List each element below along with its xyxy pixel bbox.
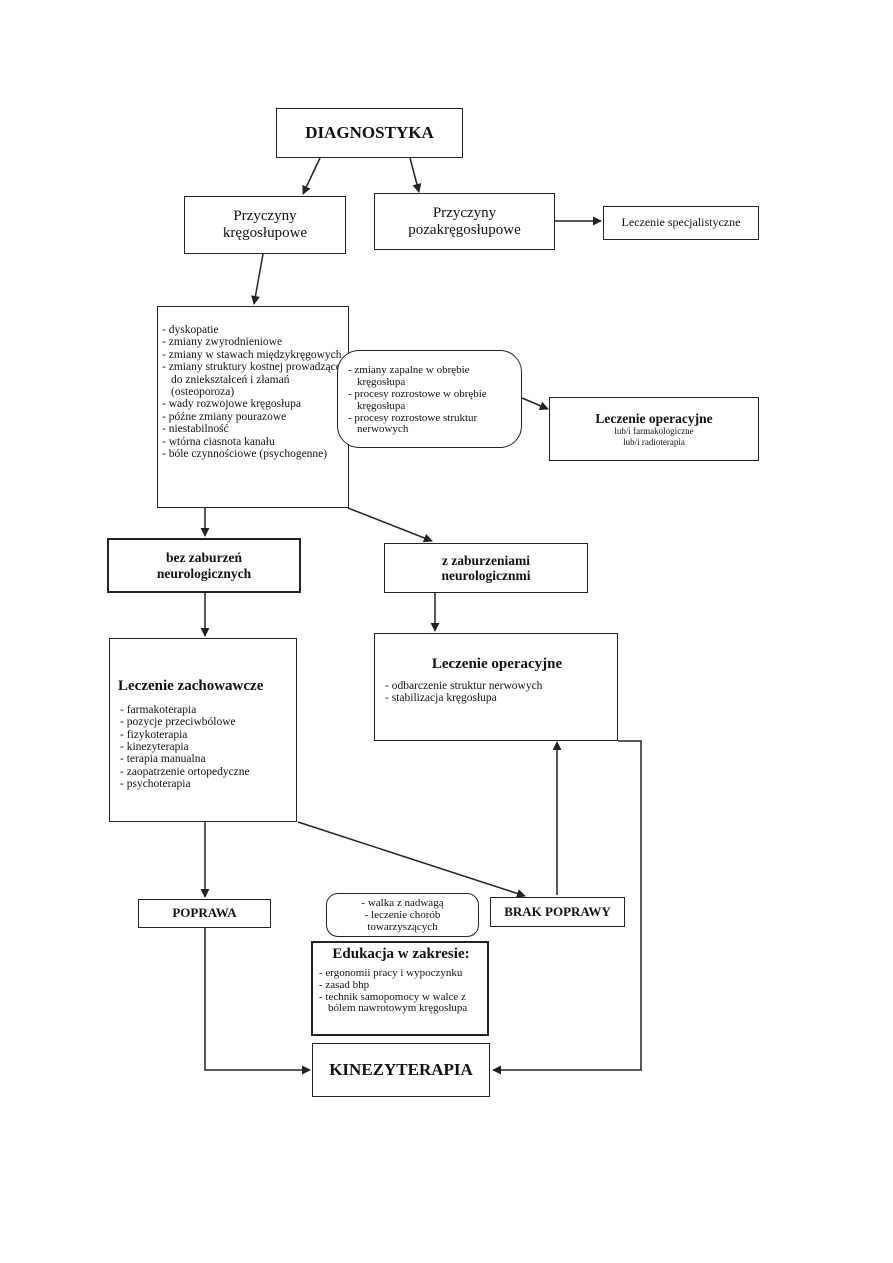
arrow-zachowawcze-to-brak-poprawy [297,821,526,898]
list-item: procesy rozrostowe struktur nerwowych [347,412,513,437]
diagnostyka-box: DIAGNOSTYKA [276,108,463,158]
arrow-diag-to-kregoslupowe [302,157,321,195]
poprawa-label: POPRAWA [172,905,237,921]
list-item: fizykoterapia [120,729,292,741]
weight-line2: - leczenie chorób [364,908,441,921]
list-item: niestabilność [161,423,344,435]
list-item: psychoterapia [120,778,292,790]
brak-poprawy-box: BRAK POPRAWY [490,897,625,927]
weight-line3: towarzyszących [367,921,438,934]
przyczyny-pozakregoslupowe-line1: Przyczyny [432,204,497,221]
przyczyny-kregoslupowe-box: Przyczyny kręgosłupowe [184,196,346,254]
leczenie-zachowawcze-title: Leczenie zachowawcze [118,678,264,694]
kinezyterapia-label: KINEZYTERAPIA [329,1060,473,1080]
leczenie-specjalistyczne-box: Leczenie specjalistyczne [603,206,759,240]
list-item: wady rozwojowe kręgosłupa [161,398,344,410]
bez-zaburzen-line2: neurologicznych [156,565,252,581]
z-zaburzeniami-line2: neurologicznmi [441,568,531,583]
leczenie-zachowawcze-list: farmakoterapia pozycje przeciwbólowe fiz… [118,704,292,791]
list-item: ergonomii pracy i wypoczynku [318,967,484,980]
leczenie-operacyjne-mid-title: Leczenie operacyjne [431,656,563,672]
leczenie-operacyjne-top-box: Leczenie operacyjne lub/i farmakologiczn… [549,397,759,461]
weight-line1: - walka z nadwagą [361,896,444,909]
leczenie-operacyjne-top-line2: lub/i radioterapia [623,436,685,447]
leczenie-zachowawcze-box: Leczenie zachowawcze farmakoterapia pozy… [109,638,297,822]
list-item: dyskopatie [161,324,344,336]
list-item: terapia manualna [120,753,292,765]
causes-list-box: dyskopatie zmiany zwyrodnieniowe zmiany … [157,306,349,508]
edukacja-title: Edukacja w zakresie: [332,946,470,962]
poprawa-box: POPRAWA [138,899,271,928]
kinezyterapia-box: KINEZYTERAPIA [312,1043,490,1097]
list-item: bóle czynnościowe (psychogenne) [161,448,344,460]
list-item: technik samopomocy w walce z bólem nawro… [318,991,484,1016]
przyczyny-kregoslupowe-line2: kręgosłupowe [222,225,308,241]
list-item: zaopatrzenie ortopedyczne [120,766,292,778]
leczenie-operacyjne-mid-box: Leczenie operacyjne odbarczenie struktur… [374,633,618,741]
leczenie-specjalistyczne-label: Leczenie specjalistyczne [621,215,741,230]
edukacja-box: Edukacja w zakresie: ergonomii pracy i w… [311,941,489,1036]
list-item: stabilizacja kręgosłupa [385,692,611,704]
bez-zaburzen-line1: bez zaburzeń [165,550,243,566]
edukacja-list: ergonomii pracy i wypoczynku zasad bhp t… [318,967,484,1016]
list-item: farmakoterapia [120,704,292,716]
list-item: wtórna ciasnota kanału [161,436,344,448]
weight-box: - walka z nadwagą - leczenie chorób towa… [326,893,479,937]
arrow-operacyjne-to-kinezyterapia [492,740,642,1075]
przyczyny-pozakregoslupowe-box: Przyczyny pozakręgosłupowe [374,193,555,250]
list-item: pozycje przeciwbólowe [120,716,292,728]
leczenie-operacyjne-top-title: Leczenie operacyjne [595,411,713,427]
list-item: zmiany w stawach międzykręgowych [161,349,344,361]
leczenie-operacyjne-mid-list: odbarczenie struktur nerwowych stabiliza… [383,680,611,705]
list-item: procesy rozrostowe w obrębie kręgosłupa [347,388,513,413]
bez-zaburzen-box: bez zaburzeń neurologicznych [107,538,301,593]
brak-poprawy-label: BRAK POPRAWY [504,903,611,919]
arrow-poprawa-to-kinezyterapia [204,928,311,1075]
inflammatory-list: zmiany zapalne w obrębie kręgosłupa proc… [347,364,513,437]
list-item: zasad bhp [318,979,484,992]
arrow-diag-to-pozakregoslupowe [409,157,422,193]
przyczyny-kregoslupowe-line1: Przyczyny [233,208,297,225]
arrow-causes-to-z-zaburzeniami [347,507,433,543]
list-item: późne zmiany pourazowe [161,411,344,423]
z-zaburzeniami-line1: z zaburzeniami [441,552,531,568]
arrow-inflammatory-to-operacyjne [521,397,549,410]
list-item: zmiany struktury kostnej prowadzące do z… [161,361,344,398]
causes-list: dyskopatie zmiany zwyrodnieniowe zmiany … [161,324,344,460]
przyczyny-pozakregoslupowe-line2: pozakręgosłupowe [408,221,521,238]
inflammatory-box: zmiany zapalne w obrębie kręgosłupa proc… [337,350,522,448]
list-item: zmiany zapalne w obrębie kręgosłupa [347,364,513,389]
list-item: zmiany zwyrodnieniowe [161,336,344,348]
list-item: odbarczenie struktur nerwowych [385,680,611,692]
arrow-kregoslupowe-to-causes [251,253,264,305]
diagnostyka-label: DIAGNOSTYKA [305,123,434,143]
list-item: kinezyterapia [120,741,292,753]
z-zaburzeniami-box: z zaburzeniami neurologicznmi [384,543,588,593]
leczenie-operacyjne-top-line1: lub/i farmakologiczne [614,426,694,437]
